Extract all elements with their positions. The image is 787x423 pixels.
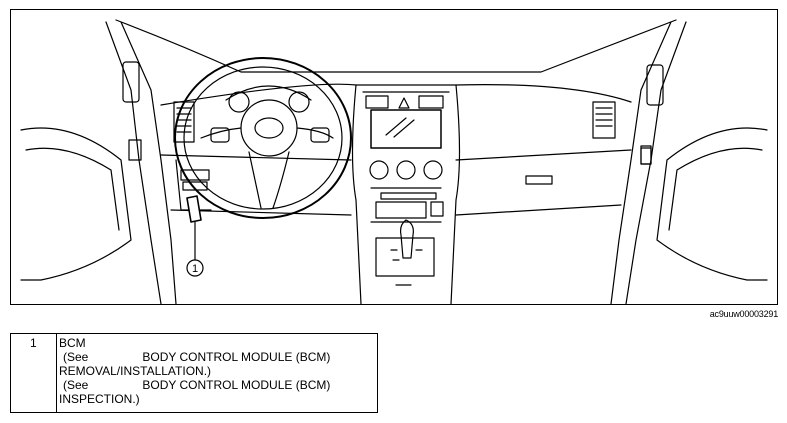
legend-ref-1-link[interactable]: BODY CONTROL MODULE (BCM) (142, 350, 331, 364)
left-mirror (122, 61, 140, 103)
right-mirror (646, 64, 664, 106)
console-tray (375, 201, 427, 219)
legend-title: BCM (59, 336, 86, 350)
right-a-pillar (625, 21, 687, 304)
legend-ref-2-link[interactable]: BODY CONTROL MODULE (BCM) (142, 378, 331, 392)
figure-id: ac9uuw00003291 (709, 309, 778, 319)
dashboard-bottom (170, 204, 622, 216)
callout-circle (186, 259, 204, 277)
callout-number: 1 (192, 263, 198, 275)
instrument-cluster (225, 85, 312, 113)
left-a-pillar-inner (120, 21, 177, 304)
climate-knob-right (423, 160, 443, 180)
dashboard-illustration: 1 (10, 9, 778, 305)
legend-ref-2-see: (See (63, 378, 89, 392)
windshield-frame (115, 19, 677, 73)
center-stack (351, 84, 461, 304)
gear-shifter (399, 219, 414, 259)
left-lower-panel (175, 159, 212, 211)
legend-ref-2: (See BODY CONTROL MODULE (BCM) (59, 378, 377, 392)
legend-number: 1 (11, 334, 57, 412)
dashboard-lower (160, 149, 632, 161)
bcm-module (186, 195, 202, 223)
left-door-panel (25, 147, 120, 231)
navigation-screen (370, 109, 442, 149)
legend-ref-1: (See BODY CONTROL MODULE (BCM) (59, 350, 377, 364)
steering-wheel (174, 57, 352, 219)
legend-ref-2-tail: INSPECTION.) (59, 392, 140, 406)
right-small-switch (640, 145, 652, 165)
climate-knob-center (396, 160, 416, 180)
dashboard-line-drawing: 1 (20, 19, 768, 304)
shifter-gate (375, 237, 435, 277)
right-door (656, 127, 768, 281)
legend-ref-1-tail: REMOVAL/INSTALLATION.) (59, 364, 212, 378)
left-door-switch (128, 139, 142, 161)
right-a-pillar-inner (610, 21, 672, 304)
right-door-switch (640, 147, 652, 165)
glove-box-handle (525, 175, 553, 185)
left-a-pillar (105, 21, 162, 304)
right-door-panel (668, 147, 763, 231)
vent-center-left (365, 95, 389, 109)
hazard-button (398, 97, 410, 109)
legend-ref-1-see: (See (63, 350, 89, 364)
right-vent (592, 101, 616, 139)
vent-center-right (418, 95, 444, 109)
climate-knob-left (369, 160, 389, 180)
left-door (20, 127, 132, 281)
